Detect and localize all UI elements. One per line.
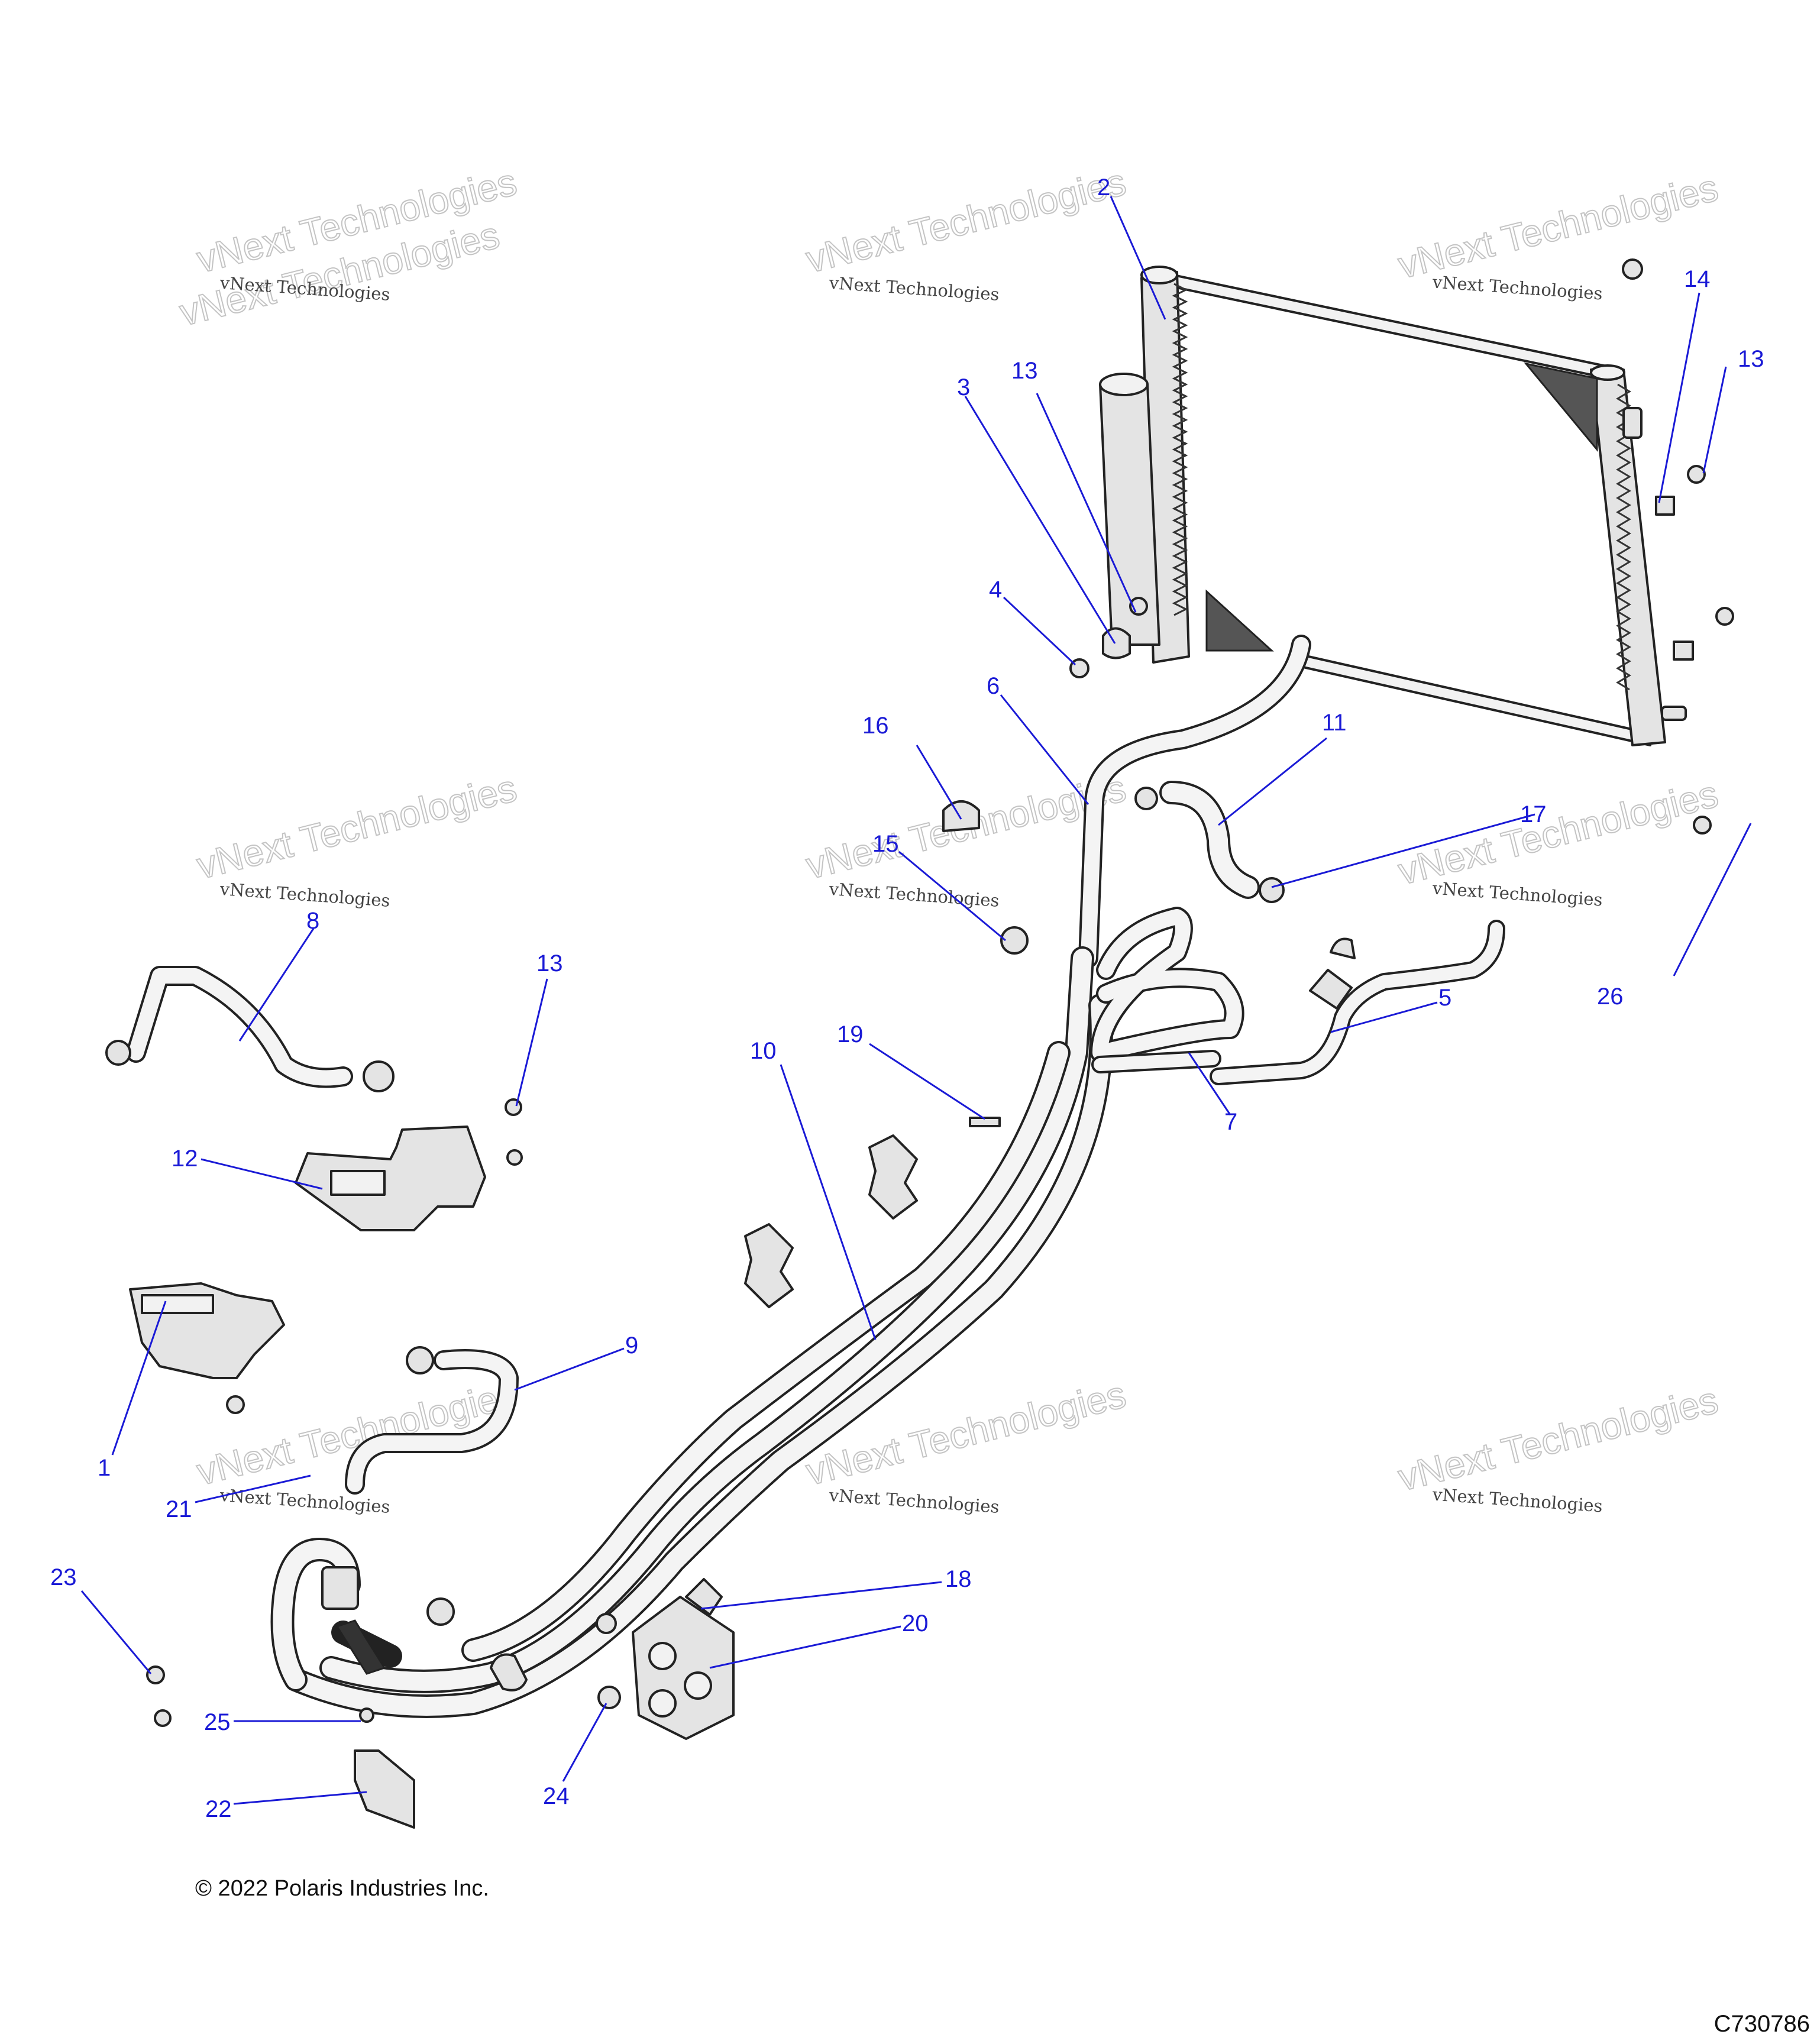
small-parts (105, 258, 1734, 1829)
callout-10: 10 (750, 1038, 777, 1064)
callout-labels: 1 2 3 4 5 6 7 8 9 10 11 12 13 13 13 14 1… (50, 174, 1764, 1822)
watermark-layer: vNext Technologies vNext Technologies vN… (175, 160, 1723, 1517)
watermark: vNext Technologies vNext Technologies (1394, 772, 1723, 910)
svg-text:vNext Technologies: vNext Technologies (1431, 878, 1603, 910)
callout-18: 18 (945, 1566, 972, 1592)
watermark: vNext Technologies vNext Technologies (1394, 1378, 1723, 1516)
watermark: vNext Technologies vNext Technologies (801, 160, 1131, 305)
callout-17: 17 (1520, 801, 1547, 827)
svg-text:vNext Technologies: vNext Technologies (219, 1485, 391, 1517)
radiator (1099, 266, 1694, 746)
callout-4: 4 (989, 577, 1002, 603)
svg-text:vNext Technologies: vNext Technologies (828, 273, 1000, 305)
callout-15: 15 (872, 831, 899, 857)
copyright-notice: © 2022 Polaris Industries Inc. (195, 1876, 489, 1901)
svg-text:vNext Technologies: vNext Technologies (802, 160, 1130, 281)
svg-text:vNext Technologies: vNext Technologies (1394, 1379, 1722, 1499)
callout-24: 24 (543, 1783, 570, 1809)
callout-9: 9 (625, 1333, 638, 1359)
svg-text:vNext Technologies: vNext Technologies (1394, 772, 1722, 893)
callout-5: 5 (1438, 985, 1451, 1011)
watermark: vNext Technologies vNext Technologies vN… (175, 160, 522, 335)
figure-id: C730786 (1713, 2011, 1810, 2037)
callout-13-right: 13 (1738, 346, 1764, 372)
callout-20: 20 (902, 1610, 929, 1637)
callout-7: 7 (1224, 1109, 1237, 1135)
callout-8: 8 (306, 908, 319, 934)
watermark: vNext Technologies vNext Technologies (801, 766, 1131, 911)
watermark: vNext Technologies vNext Technologies (1394, 166, 1723, 304)
svg-text:vNext Technologies: vNext Technologies (219, 879, 391, 911)
leader-lines (80, 196, 1752, 1805)
callout-6: 6 (987, 673, 1000, 699)
svg-text:vNext Technologies: vNext Technologies (193, 767, 521, 887)
svg-text:vNext Technologies: vNext Technologies (828, 879, 1000, 911)
callout-16: 16 (862, 713, 889, 739)
callout-2: 2 (1097, 174, 1110, 200)
callout-25: 25 (204, 1709, 231, 1735)
callout-14: 14 (1684, 266, 1711, 292)
svg-text:vNext Technologies: vNext Technologies (802, 1373, 1130, 1493)
callout-11: 11 (1322, 710, 1347, 736)
callout-3: 3 (957, 374, 970, 400)
svg-text:vNext Technologies: vNext Technologies (1394, 166, 1722, 287)
svg-text:vNext Technologies: vNext Technologies (828, 1485, 1000, 1517)
watermark: vNext Technologies vNext Technologies (192, 766, 522, 911)
callout-21: 21 (166, 1496, 192, 1522)
callout-26: 26 (1597, 984, 1624, 1010)
callout-13-left: 13 (536, 950, 563, 976)
svg-text:vNext Technologies: vNext Technologies (1431, 1484, 1603, 1516)
hose-assembly (126, 635, 1505, 1718)
callout-1: 1 (98, 1455, 111, 1481)
callout-12: 12 (172, 1146, 198, 1172)
callout-23: 23 (50, 1564, 77, 1590)
svg-text:vNext Technologies: vNext Technologies (1431, 271, 1603, 303)
callout-19: 19 (837, 1021, 864, 1047)
callout-13-upper: 13 (1011, 358, 1038, 384)
callout-22: 22 (205, 1796, 232, 1822)
